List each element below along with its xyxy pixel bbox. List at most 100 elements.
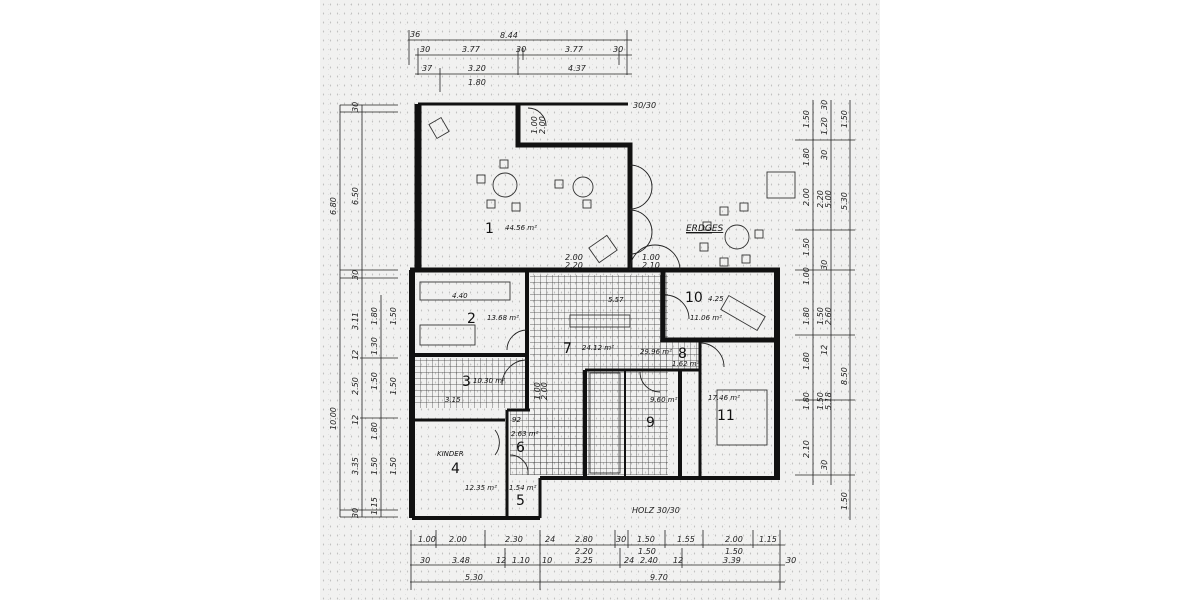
dim-text: 8.50: [840, 367, 849, 385]
dim-text: 3.48: [452, 556, 470, 565]
room-dim: 5.57: [608, 296, 624, 304]
dim-text: 1.50: [816, 307, 825, 325]
dim-text: 1.10: [512, 556, 530, 565]
dim-text: 2.20: [575, 547, 593, 556]
dim-text: 1.50: [725, 547, 743, 556]
room-area: 10.30 m²: [473, 377, 505, 385]
dim-text: 1.80: [468, 78, 486, 87]
dim-text: 2.00: [725, 535, 743, 544]
room-number: 9: [646, 415, 655, 431]
dimensions-bottom: [410, 530, 785, 590]
room-number: 2: [467, 311, 476, 327]
dim-text: 1.50: [802, 110, 811, 128]
room-dim: 3.15: [445, 396, 461, 404]
room-area: 9.60 m²: [650, 396, 678, 404]
dimensions-top: [408, 30, 632, 92]
dim-text: 2.20: [816, 190, 825, 208]
room-number: 4: [451, 461, 460, 477]
dim-text: 12: [673, 556, 683, 565]
dim-text: 30: [820, 150, 829, 160]
floor-title: ERDGES: [686, 224, 724, 234]
room-area: 44.56 m²: [505, 224, 537, 232]
dimensions-right-text: 1.50 1.80 2.00 1.50 1.00 1.80 1.80 1.80 …: [802, 100, 849, 510]
room-area: 1.54 m²: [509, 484, 537, 492]
dim-text: 1.00: [642, 253, 660, 262]
dim-text: 30: [820, 460, 829, 470]
dim-text: 3.11: [351, 312, 360, 330]
dim-text: 2.80: [575, 535, 593, 544]
dim-text: 30: [516, 45, 526, 54]
dim-text: 30: [420, 556, 430, 565]
room-labels: 1 44.56 m² 2 13.68 m² 4.40 3 10.30 m² 3.…: [437, 221, 740, 509]
dim-text: 3.20: [468, 64, 486, 73]
dim-text: 30: [351, 270, 360, 280]
room-dim: 29.96 m²: [640, 348, 672, 356]
opening-labels: 1.00 2.00 2.00 2.20 1.00 2.10 1.00 2.00: [530, 116, 660, 400]
dim-text: 24: [545, 535, 555, 544]
floor-plan-sheet: 36 8.44 30 3.77 30 3.77 30 37 3.20 4.37 …: [320, 0, 880, 600]
dim-text: 1.80: [802, 148, 811, 166]
room-area: 2.63 m²: [511, 430, 539, 438]
room-number: 10: [685, 290, 703, 306]
room-dim: 92: [512, 416, 521, 424]
room-number: 6: [516, 440, 525, 456]
dim-text: 1.50: [638, 547, 656, 556]
tiled-floor-bath: [415, 358, 527, 408]
dimensions-right: [795, 100, 855, 520]
dim-text: 8.44: [500, 31, 518, 40]
room-dim: 4.25: [708, 295, 724, 303]
tiled-floor-wc: [510, 410, 580, 475]
note-column: 30/30: [633, 101, 656, 110]
room-area: 24.12 m²: [582, 344, 614, 352]
dim-text: 2.00: [802, 188, 811, 206]
dim-text: 3.25: [575, 556, 593, 565]
room-area: 11.06 m²: [690, 314, 722, 322]
dim-text: 5.18: [824, 392, 833, 410]
tiled-floor-corridor: [640, 340, 700, 370]
dim-text: 10.00: [329, 407, 338, 430]
dim-text: 3.39: [723, 556, 741, 565]
garden-table-icon: [724, 224, 750, 250]
dim-text: 1.50: [637, 535, 655, 544]
room-number: 5: [516, 493, 525, 509]
planter-icon: [766, 171, 796, 199]
dim-text: 2.20: [565, 261, 583, 270]
dim-text: 2.00: [538, 116, 547, 134]
dim-text: 1.15: [370, 497, 379, 515]
walls: [409, 102, 780, 520]
dim-text: 6.80: [329, 197, 338, 215]
room-area: 12.35 m²: [465, 484, 497, 492]
room-area: 13.68 m²: [487, 314, 519, 322]
dimensions-left: [339, 104, 398, 518]
dim-text: 1.00: [530, 116, 539, 134]
dim-text: 2.10: [642, 261, 660, 270]
dim-text: 30: [613, 45, 623, 54]
dim-text: 1.50: [840, 110, 849, 128]
dim-text: 37: [422, 64, 433, 73]
dim-text: 2.10: [802, 440, 811, 458]
dim-text: 36: [410, 30, 420, 39]
door-swings: [494, 107, 725, 476]
dim-text: 1.00: [533, 382, 542, 400]
dim-text: 1.50: [389, 457, 398, 475]
room-number: 11: [717, 408, 735, 424]
dim-text: 1.20: [820, 117, 829, 135]
floor-plan-drawing: 36 8.44 30 3.77 30 3.77 30 37 3.20 4.37 …: [329, 30, 855, 590]
dim-text: 1.80: [802, 392, 811, 410]
dim-text: 4.37: [568, 64, 587, 73]
dimensions-left-text: 6.80 10.00 30 6.50 30 3.11 12 2.50 12 3.…: [329, 102, 398, 518]
dining-table-icon: [492, 172, 518, 198]
dim-text: 1.00: [802, 267, 811, 285]
dim-text: 2.40: [640, 556, 658, 565]
dim-text: 3.35: [351, 457, 360, 475]
dim-text: 1.30: [370, 337, 379, 355]
dim-text: 12: [496, 556, 506, 565]
dim-text: 3.77: [462, 45, 481, 54]
dim-text: 9.70: [650, 573, 668, 582]
dim-text: 6.50: [351, 187, 360, 205]
dim-text: 1.80: [370, 422, 379, 440]
staircase-icon: [589, 372, 621, 474]
room-dim: 4.40: [452, 292, 468, 300]
room-number: 1: [485, 221, 494, 237]
dim-text: 30: [351, 102, 360, 112]
